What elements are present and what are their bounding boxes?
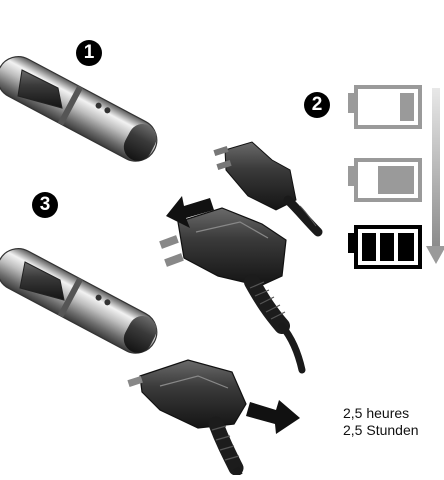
step-badge-2: 2 [304,92,330,118]
charger-plug-attached [127,360,246,475]
remove-arrow [246,400,300,434]
charge-time-de: 2,5 Stunden [343,422,419,439]
progress-arrow [426,88,444,264]
step-badge-1: 1 [76,40,102,66]
battery-icon-full [348,227,420,267]
step-badge-3: 3 [32,192,58,218]
charger-plug-large [159,208,302,370]
headset-device-top [0,49,164,168]
cable-strain-relief [250,282,285,326]
battery-icon-medium [348,160,420,200]
headset-device-bottom [0,241,164,360]
battery-icon-low [348,87,420,127]
charge-time-fr: 2,5 heures [343,405,409,422]
